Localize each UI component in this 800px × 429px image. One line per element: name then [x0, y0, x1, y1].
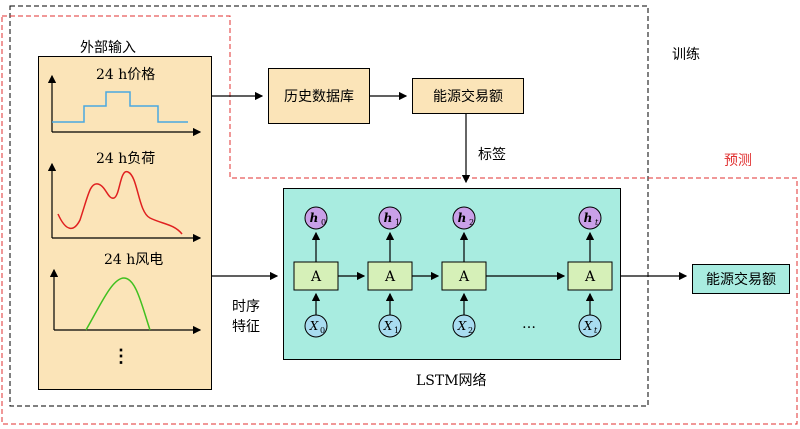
input-label: X	[383, 319, 393, 333]
input-node	[578, 314, 602, 338]
history-db-label: 历史数据库	[284, 89, 354, 105]
lstm-cell-label: A	[584, 269, 596, 285]
lstm-cell	[293, 261, 339, 291]
energy-volume-output-box: 能源交易额	[692, 264, 790, 294]
lstm-cell-label: A	[384, 269, 396, 285]
input-node	[378, 314, 402, 338]
wind-line	[85, 277, 151, 331]
training-region	[9, 5, 649, 407]
sequence-ellipsis: …	[522, 316, 536, 332]
hidden-state-subscript: 0	[321, 218, 326, 227]
hidden-state-subscript: 1	[395, 218, 400, 227]
energy-volume-output-label: 能源交易额	[706, 272, 776, 288]
train-label: 训练	[672, 47, 700, 63]
hidden-state-node	[378, 206, 402, 230]
input-subscript: 2	[468, 326, 473, 335]
hidden-state-label: h	[458, 211, 467, 225]
more-inputs-vdots: ⋮	[112, 346, 130, 367]
prediction-region	[1, 15, 798, 425]
lstm-cell	[567, 261, 613, 291]
hidden-state-node	[578, 206, 602, 230]
temporal-features-label-line2: 特征	[232, 319, 260, 335]
tag-label: 标签	[478, 147, 506, 163]
temporal-features-label-line1: 时序	[232, 299, 260, 315]
hidden-state-subscript: 2	[469, 218, 474, 227]
input-node	[304, 314, 328, 338]
price-label: 24 h价格	[96, 67, 156, 83]
hidden-state-label: h	[384, 211, 393, 225]
wind-label: 24 h风电	[104, 252, 164, 268]
input-node	[452, 314, 476, 338]
lstm-cell-label: A	[458, 269, 470, 285]
load-label: 24 h负荷	[96, 151, 156, 167]
input-label: X	[583, 319, 593, 333]
history-db-box: 历史数据库	[268, 68, 370, 124]
lstm-cell-label: A	[310, 269, 322, 285]
external-input-panel	[38, 56, 212, 390]
lstm-network-label: LSTM网络	[416, 373, 487, 389]
hidden-state-label: h	[584, 211, 593, 225]
input-label: X	[309, 319, 319, 333]
load-line	[57, 171, 183, 235]
lstm-cell	[367, 261, 413, 291]
input-subscript: 1	[394, 326, 399, 335]
input-subscript: t	[594, 326, 598, 335]
external-input-title: 外部输入	[80, 40, 136, 56]
energy-volume-box: 能源交易额	[412, 78, 524, 114]
hidden-state-label: h	[310, 211, 319, 225]
energy-volume-label: 能源交易额	[433, 89, 503, 105]
input-subscript: 0	[320, 326, 325, 335]
lstm-cell	[441, 261, 487, 291]
input-label: X	[457, 319, 467, 333]
hidden-state-node	[452, 206, 476, 230]
predict-label: 预测	[724, 153, 752, 169]
hidden-state-node	[304, 206, 328, 230]
hidden-state-subscript: t	[595, 218, 599, 227]
price-line	[52, 91, 188, 123]
